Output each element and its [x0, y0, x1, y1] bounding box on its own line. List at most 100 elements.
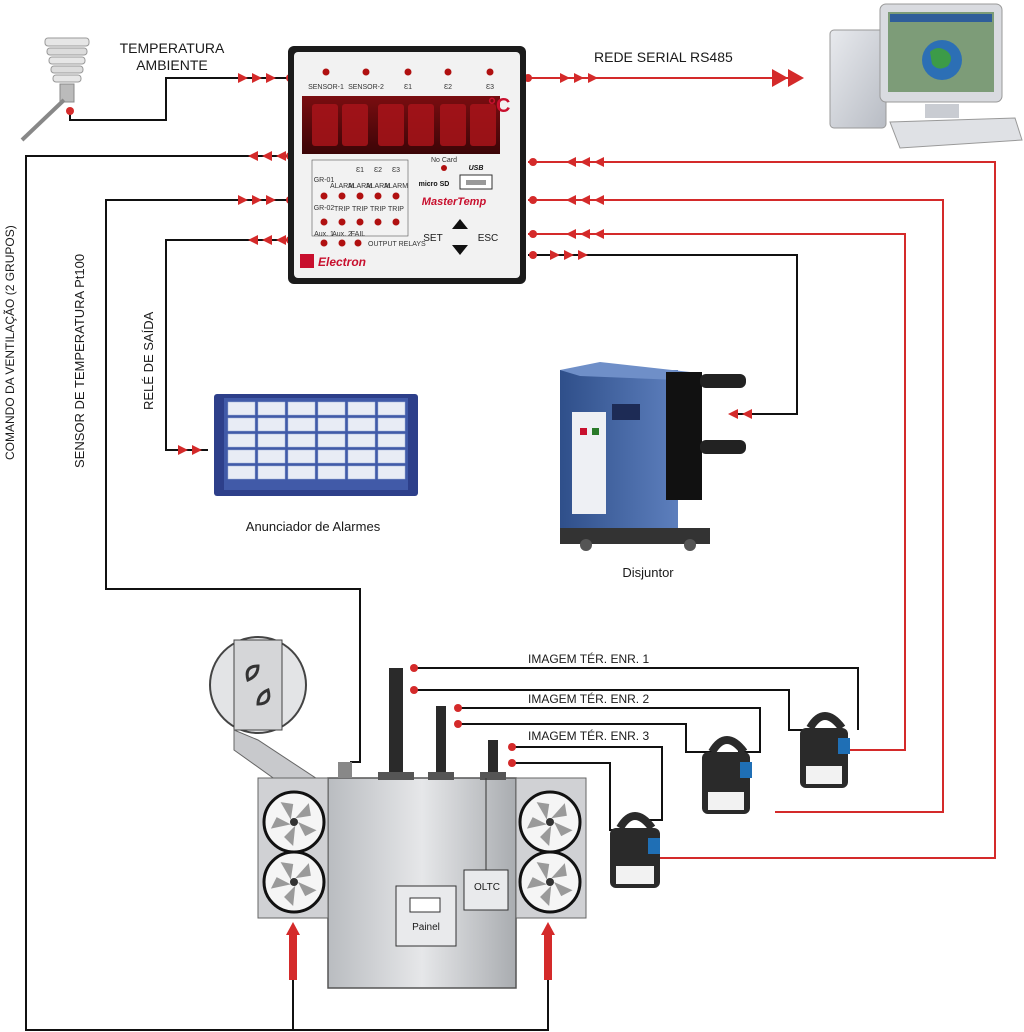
mastertemp-device: SENSOR-1 SENSOR-2 Ɛ1 Ɛ2 Ɛ3 °C GR-01 GR-0…	[288, 46, 526, 284]
fan-blade	[536, 802, 550, 820]
col-head-e2: Ɛ2	[374, 167, 382, 174]
model-name: MasterTemp	[422, 196, 487, 208]
winding-1-label: IMAGEM TÉR. ENR. 1	[528, 651, 649, 666]
fan-blade	[284, 885, 296, 906]
ct-3-icon	[610, 812, 660, 888]
output-relay-label: RELÉ DE SAÍDA	[141, 311, 156, 410]
status-leds	[320, 192, 400, 247]
fan-blade	[295, 863, 311, 879]
set-button-label: SET	[423, 233, 442, 244]
wire-ct1-a	[414, 667, 859, 730]
annunciator-window	[287, 465, 316, 480]
annunciator-window	[227, 417, 256, 432]
panel-label: Painel	[412, 922, 440, 933]
annunciator-window	[377, 417, 406, 432]
led-label-e2: Ɛ2	[444, 84, 452, 91]
label-usb: USB	[469, 165, 484, 172]
annunciator-window	[257, 433, 286, 448]
annunciator-window	[377, 433, 406, 448]
fan-blade	[551, 863, 567, 879]
fan-blade	[298, 882, 317, 897]
annunciator-window	[377, 465, 406, 480]
label-gr02: GR-02	[314, 205, 335, 212]
label-trip-e1: TRIP	[352, 206, 368, 213]
electron-logo-icon	[300, 254, 314, 268]
label-alarm-e3: ALARM	[384, 183, 408, 190]
fan-blade	[536, 862, 550, 880]
black-wires	[25, 77, 859, 1031]
wire-ct2-b	[458, 723, 712, 753]
annunciator-window	[257, 449, 286, 464]
red-wires	[528, 77, 996, 859]
annunciator-window	[317, 433, 346, 448]
fan-hub	[546, 878, 554, 886]
label-trip-oil: TRIP	[334, 206, 350, 213]
up-arrow-button-icon	[452, 219, 468, 229]
annunciator-window	[227, 433, 256, 448]
annunciator-window	[257, 417, 286, 432]
label-aux1: Aux. 1	[314, 231, 334, 238]
brand-name: Electron	[318, 255, 366, 269]
unit-label: °C	[488, 95, 510, 117]
annunciator-window	[347, 449, 376, 464]
ct-1-icon	[800, 712, 850, 788]
ambient-temp-label-2: AMBIENTE	[136, 57, 208, 73]
fan-blade	[540, 885, 552, 906]
annunciator-window	[317, 449, 346, 464]
col-head-e1: Ɛ1	[356, 167, 364, 174]
annunciator-window	[377, 449, 406, 464]
fan-hub	[546, 818, 554, 826]
led-label-sensor1: SENSOR-1	[308, 84, 344, 91]
top-leds	[322, 68, 494, 76]
wire-ct2-a	[458, 707, 761, 753]
annunciator-window	[377, 401, 406, 416]
annunciator-window	[287, 401, 316, 416]
ct-2-icon	[702, 736, 752, 814]
breaker-label: Disjuntor	[622, 565, 674, 580]
fan-blade	[280, 862, 294, 880]
fan-blade	[295, 803, 311, 819]
conservator-fan-icon	[245, 664, 271, 706]
wire-ct1-signal	[528, 233, 906, 751]
winding-2-label: IMAGEM TÉR. ENR. 2	[528, 691, 649, 706]
down-arrow-button-icon	[452, 245, 468, 255]
bushing-2	[436, 706, 446, 778]
annunciator-window	[347, 465, 376, 480]
serial-label: REDE SERIAL RS485	[594, 49, 733, 65]
col-head-e3: Ɛ3	[392, 167, 400, 174]
label-trip-e3: TRIP	[388, 206, 404, 213]
annunciator-window	[317, 465, 346, 480]
label-no-card: No Card	[431, 157, 457, 164]
computer-icon	[829, 3, 1023, 149]
fan-blade	[284, 825, 296, 846]
annunciator-window	[347, 433, 376, 448]
bushing-3	[488, 740, 498, 778]
annunciator-window	[287, 449, 316, 464]
label-fail: FAIL	[351, 231, 366, 238]
label-alarm-e2: ALARM	[366, 183, 390, 190]
led-label-e3: Ɛ3	[486, 84, 494, 91]
fan-blade	[551, 803, 567, 819]
wire-breaker	[528, 254, 798, 415]
label-alarm-e1: ALARM	[348, 183, 372, 190]
esc-button-label: ESC	[478, 233, 499, 244]
pt100-label: SENSOR DE TEMPERATURA Pt100	[72, 254, 87, 468]
winding-3-label: IMAGEM TÉR. ENR. 3	[528, 728, 649, 743]
annunciator-window	[317, 417, 346, 432]
annunciator-window	[257, 465, 286, 480]
wire-pt100	[105, 199, 361, 763]
fan-blade	[554, 822, 573, 837]
annunciator-window	[287, 417, 316, 432]
fan-blade	[540, 825, 552, 846]
fan-blade	[554, 882, 573, 897]
label-micro-sd: micro SD	[419, 181, 450, 188]
annunciator-window	[287, 433, 316, 448]
wire-fan-command	[25, 155, 549, 1031]
annunciator-label: Anunciador de Alarmes	[246, 519, 381, 534]
annunciator-window	[257, 401, 286, 416]
bushing-1	[389, 668, 403, 778]
fan-blade	[270, 877, 291, 889]
annunciator-window	[227, 401, 256, 416]
wire-ct2-signal	[528, 199, 944, 813]
led-label-sensor2: SENSOR-2	[348, 84, 384, 91]
